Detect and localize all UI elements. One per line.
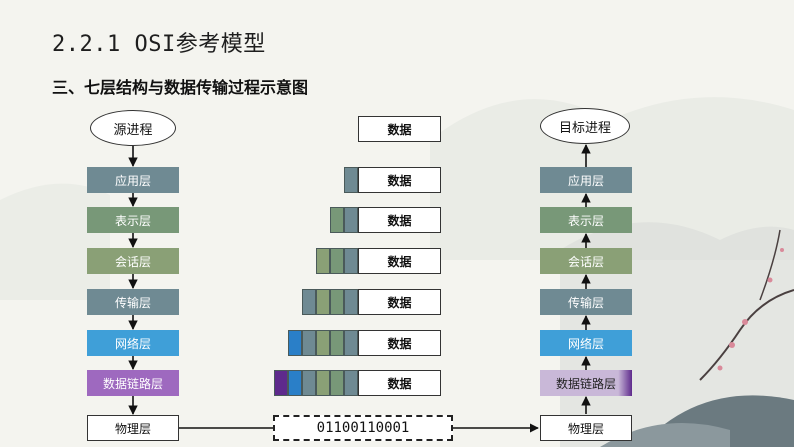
receiver-layer-3: 会话层 <box>540 248 632 274</box>
sender-layer-2: 表示层 <box>87 207 179 233</box>
header-segment <box>316 370 330 396</box>
data-payload: 数据 <box>358 207 441 233</box>
sender-layer-1: 应用层 <box>87 167 179 193</box>
header-segment <box>316 330 330 356</box>
slide-subtitle: 三、七层结构与数据传输过程示意图 <box>52 78 309 97</box>
receiver-layer-2: 表示层 <box>540 207 632 233</box>
receiver-layer-1: 应用层 <box>540 167 632 193</box>
header-segment <box>330 289 344 315</box>
header-segment <box>344 330 358 356</box>
header-segment <box>316 248 330 274</box>
header-segment <box>344 248 358 274</box>
data-payload: 数据 <box>358 330 441 356</box>
header-segment <box>344 370 358 396</box>
sender-layer-4: 传输层 <box>87 289 179 315</box>
source-process: 源进程 <box>90 110 176 146</box>
slide-title: 2.2.1 OSI参考模型 <box>52 32 266 57</box>
header-segment <box>274 370 288 396</box>
data-payload: 数据 <box>358 116 441 142</box>
header-segment <box>330 207 344 233</box>
data-payload: 数据 <box>358 167 441 193</box>
header-segment <box>344 289 358 315</box>
data-payload: 数据 <box>358 248 441 274</box>
header-segment <box>330 330 344 356</box>
data-payload: 数据 <box>358 370 441 396</box>
receiver-physical-layer: 物理层 <box>540 415 632 441</box>
receiver-layer-6: 数据链路层 <box>540 370 632 396</box>
sender-layer-6: 数据链路层 <box>87 370 179 396</box>
header-segment <box>302 330 316 356</box>
bitstream: 01100110001 <box>273 415 453 441</box>
receiver-layer-5: 网络层 <box>540 330 632 356</box>
header-segment <box>288 330 302 356</box>
header-segment <box>344 207 358 233</box>
sender-physical-layer: 物理层 <box>87 415 179 441</box>
sender-layer-3: 会话层 <box>87 248 179 274</box>
header-segment <box>330 370 344 396</box>
receiver-layer-4: 传输层 <box>540 289 632 315</box>
header-segment <box>344 167 358 193</box>
header-segment <box>302 370 316 396</box>
header-segment <box>330 248 344 274</box>
target-process: 目标进程 <box>540 108 630 144</box>
header-segment <box>316 289 330 315</box>
sender-layer-5: 网络层 <box>87 330 179 356</box>
header-segment <box>288 370 302 396</box>
header-segment <box>302 289 316 315</box>
data-payload: 数据 <box>358 289 441 315</box>
